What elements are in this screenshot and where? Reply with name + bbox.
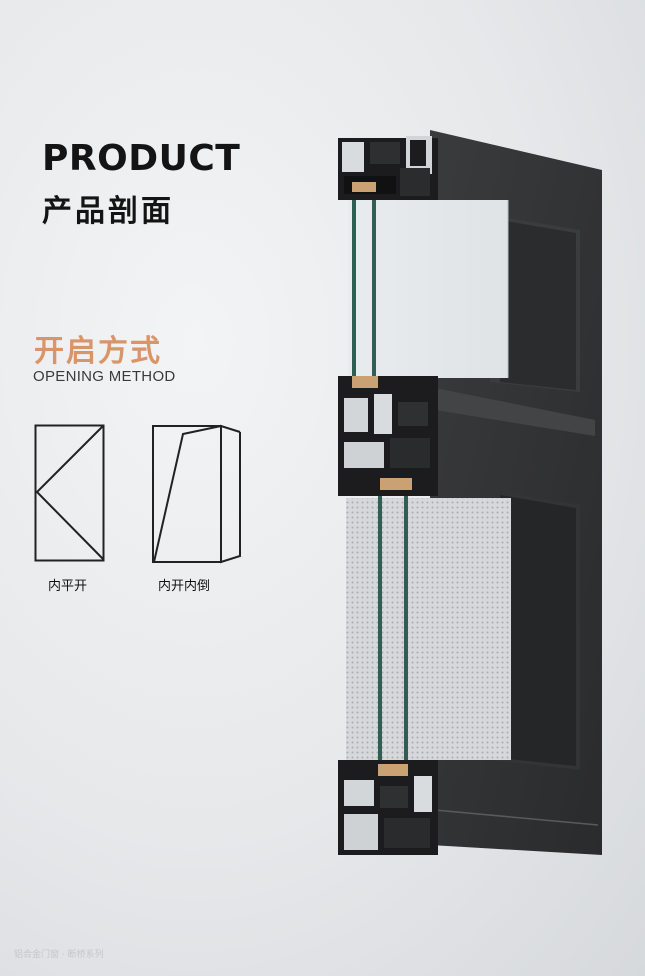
casement-inward-label: 内平开	[48, 579, 88, 594]
casement-inward-icon	[34, 424, 105, 562]
tilt-turn-icon	[152, 424, 241, 564]
tilt-turn-label: 内开内倒	[158, 579, 211, 594]
watermark-text: 铝合金门窗 · 断桥系列	[14, 950, 104, 960]
product-title: PRODUCT	[42, 138, 241, 179]
opening-method-title-cn: 开启方式	[34, 334, 162, 369]
product-subtitle-cn: 产品剖面	[42, 194, 174, 229]
window-profile-section-image	[338, 130, 602, 855]
opening-method-title-en: OPENING METHOD	[33, 368, 176, 385]
